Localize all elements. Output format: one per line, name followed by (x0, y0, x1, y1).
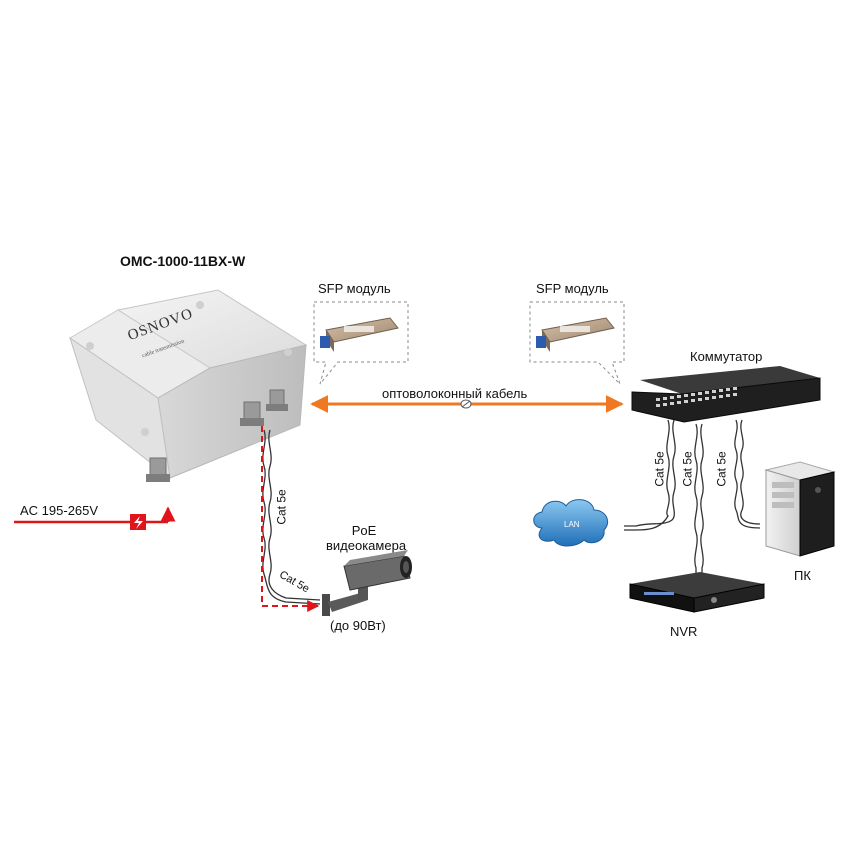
sfp-module-image (536, 317, 615, 352)
cat5e-cable-nvr (694, 423, 704, 580)
sfp-callout-left (313, 301, 409, 385)
sfp-right-label: SFP модуль (536, 281, 609, 296)
cat5e-cable-pc (734, 419, 761, 529)
switch-cable-1-label: Cat 5e (652, 451, 667, 487)
cable-gland (146, 457, 170, 482)
camera-power-note: (до 90Вт) (330, 618, 386, 633)
nvr-label: NVR (670, 624, 698, 639)
camera-title-line2: видеокамера (326, 538, 407, 553)
cat5e-cable-lan (624, 419, 676, 531)
switch-label: Коммутатор (690, 349, 763, 364)
fiber-link (310, 395, 624, 413)
media-converter-enclosure (69, 289, 308, 482)
sfp-module-image (320, 317, 399, 352)
poe-camera (322, 550, 412, 616)
cable-gland (266, 389, 288, 411)
switch-device (631, 366, 821, 423)
device-model-label: OMC-1000-11BX-W (120, 253, 246, 269)
sfp-left-label: SFP модуль (318, 281, 391, 296)
fiber-cable-label: оптоволоконный кабель (382, 386, 528, 401)
switch-ports (656, 387, 737, 407)
ac-power-label: AC 195-265V (20, 503, 99, 518)
lightning-icon (130, 514, 146, 530)
pc-label: ПК (794, 568, 811, 583)
sfp-callout-right (529, 301, 625, 385)
camera-title: PoE видеокамера (326, 523, 407, 553)
nvr-device (629, 572, 765, 613)
switch-cable-3-label: Cat 5e (714, 451, 729, 487)
camera-title-line1: PoE (351, 523, 377, 538)
camera-cable-label: Cat 5e (274, 489, 289, 525)
pc-tower (764, 461, 836, 557)
lan-cloud (533, 499, 609, 547)
poe-cable (261, 426, 321, 612)
switch-cable-2-label: Cat 5e (680, 451, 695, 487)
lan-label: LAN (564, 520, 580, 529)
cable-gland (240, 401, 264, 426)
